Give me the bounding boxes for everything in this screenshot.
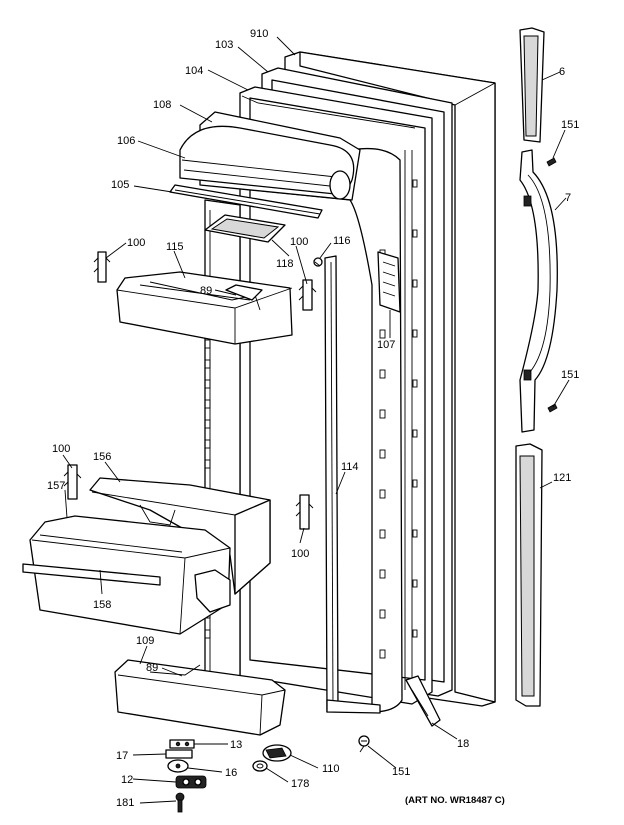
label-151-middle: 151 [561,369,579,381]
dairy-shelf-bar [169,184,323,219]
label-178: 178 [291,778,309,790]
label-110: 110 [322,763,340,775]
label-151-lower: 151 [392,766,410,778]
label-115: 115 [166,241,184,253]
clip-116 [313,257,323,267]
screw-151-middle [547,403,558,413]
label-181: 181 [116,797,134,809]
label-100-upper-left: 100 [127,237,145,249]
label-7: 7 [565,192,571,204]
label-6: 6 [559,66,565,78]
hinge-pin-16 [167,759,189,773]
label-100-lower-right: 100 [291,548,309,560]
callout-labels: 910 103 104 108 106 105 100 115 89 100 1… [47,28,579,809]
label-151-upper: 151 [561,119,579,131]
label-18: 18 [457,738,469,750]
door-handle-7 [519,149,558,433]
screw-151-upper [546,157,557,167]
leader-lines [62,36,570,804]
shelf-support-lower-right [295,494,314,530]
label-157: 157 [47,480,65,492]
label-100-upper-right: 100 [290,236,308,248]
label-12: 12 [121,774,133,786]
label-118: 118 [276,258,294,270]
shim-17 [165,749,193,759]
door-bin-115 [116,271,293,345]
art-number: (ART NO. WR18487 C) [405,795,505,806]
screw-151-lower [358,735,370,753]
label-106: 106 [117,135,135,147]
ribbed-cover-107 [377,251,401,313]
label-107: 107 [377,339,395,351]
label-89-upper: 89 [200,285,212,297]
label-16: 16 [225,767,237,779]
shelf-support-upper-left [93,251,111,283]
cam-110 [262,744,292,762]
door-bin-156 [89,477,271,595]
label-13: 13 [230,739,242,751]
bottom-shelf-109 [114,659,286,736]
hinge-plate-13 [169,739,195,749]
label-104: 104 [185,65,203,77]
shelf-support-lower-left [63,464,82,500]
label-910: 910 [250,28,268,40]
label-89-lower: 89 [146,662,158,674]
handle-cap-6 [519,27,545,143]
label-109: 109 [136,635,154,647]
label-121: 121 [553,472,571,484]
breaker-strip [324,255,381,714]
label-105: 105 [111,179,129,191]
label-158: 158 [93,599,111,611]
small-tray [204,214,286,243]
dairy-compartment [179,111,361,201]
label-114: 114 [341,461,359,473]
handle-trim-121 [515,443,543,707]
bin-front-bar [22,563,161,586]
washer-178 [252,760,268,772]
shelf-support-upper-right [298,279,317,311]
screw-181 [175,792,185,813]
hinge-bracket-18 [405,675,441,727]
hinge-block-12 [175,775,207,789]
label-17: 17 [116,750,128,762]
label-116: 116 [333,235,351,247]
label-108: 108 [153,99,171,111]
label-100-lower-left: 100 [52,443,70,455]
label-103: 103 [215,39,233,51]
label-156: 156 [93,451,111,463]
